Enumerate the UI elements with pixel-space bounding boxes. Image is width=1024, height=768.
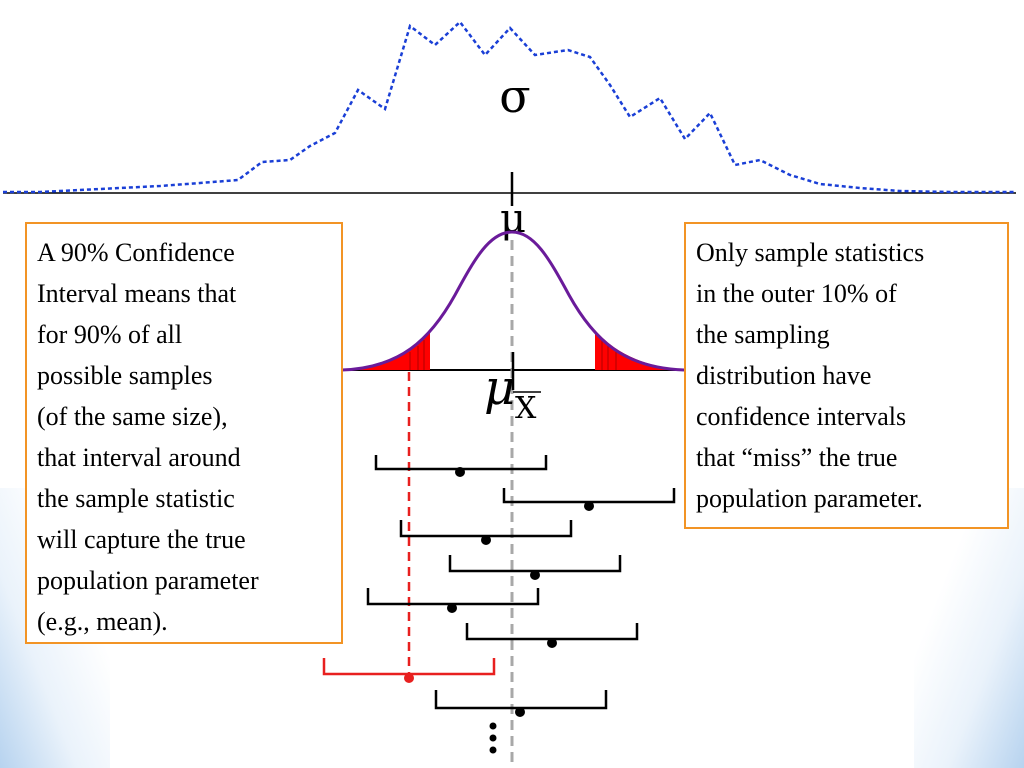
interval-8 (434, 690, 608, 717)
sigma-symbol: σ (499, 69, 530, 123)
miss-line: confidence intervals (696, 402, 907, 431)
explanation-line: that interval around (37, 443, 241, 472)
mu-xbar-subscript: X (515, 391, 537, 426)
explanation-line: Interval means that (37, 279, 237, 308)
miss-line: in the outer 10% of (696, 279, 897, 308)
interval-6 (465, 623, 639, 648)
population-distribution-curve (3, 20, 1016, 194)
interval-5 (366, 588, 540, 613)
tail-hatching (409, 340, 617, 370)
mu-xbar-symbol: μ (484, 360, 515, 416)
miss-line: the sampling (696, 320, 830, 349)
miss-line: that “miss” the true (696, 443, 898, 472)
miss-line: population parameter. (696, 484, 923, 513)
interval-2 (502, 488, 676, 511)
left-tail-region (342, 330, 430, 370)
sampling-distribution-curve (341, 230, 685, 372)
confidence-interval-explanation-box: A 90% Confidence Interval means that for… (25, 222, 343, 644)
interval-3 (399, 520, 573, 545)
explanation-line: A 90% Confidence (37, 238, 235, 267)
confidence-intervals (322, 455, 676, 717)
explanation-line: will capture the true (37, 525, 246, 554)
explanation-line: possible samples (37, 361, 213, 390)
background-glow-right (914, 488, 1024, 768)
interval-miss (322, 658, 496, 683)
interval-4 (448, 555, 622, 580)
continuation-dots (489, 722, 497, 754)
explanation-line: population parameter (37, 566, 259, 595)
explanation-line: (of the same size), (37, 402, 228, 431)
interval-1 (374, 455, 548, 477)
explanation-line: for 90% of all (37, 320, 183, 349)
miss-explanation-box: Only sample statistics in the outer 10% … (684, 222, 1009, 529)
miss-line: distribution have (696, 361, 872, 390)
miss-line: Only sample statistics (696, 238, 925, 267)
right-tail-region (595, 330, 684, 370)
explanation-line: (e.g., mean). (37, 607, 168, 636)
explanation-line: the sample statistic (37, 484, 235, 513)
